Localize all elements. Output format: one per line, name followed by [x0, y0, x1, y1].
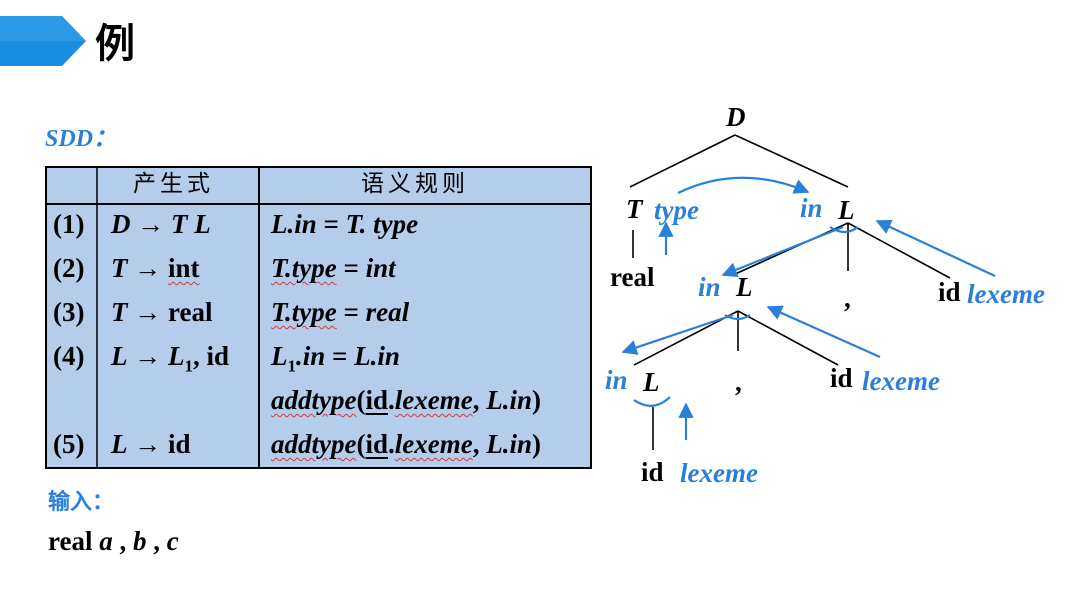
comma-mid: ,	[735, 367, 742, 397]
production-cell: L → L1, id	[111, 341, 230, 376]
production-cell: D → T L	[111, 209, 211, 239]
node-L-top: L	[837, 195, 855, 225]
parse-tree-diagram: D T type in L real in L , id lexeme in L…	[605, 102, 1045, 488]
attr-lexeme-mid: lexeme	[862, 366, 940, 396]
rule-cell: T.type = int	[271, 253, 396, 283]
rule-cell: addtype(id.lexeme, L.in)	[271, 429, 541, 459]
row-number: (3)	[53, 297, 85, 327]
row-number: (2)	[53, 253, 85, 283]
row-number: (5)	[53, 429, 85, 459]
production-cell: L → id	[111, 429, 191, 459]
rule-cell: L1.in = L.in	[271, 341, 400, 376]
header-production: 产生式	[133, 171, 214, 197]
attr-lexeme-bottom: lexeme	[680, 458, 758, 488]
rule-cell: T.type = real	[271, 297, 410, 327]
attr-type: type	[654, 195, 699, 225]
production-cell: T → int	[111, 253, 200, 283]
attr-lexeme-top: lexeme	[967, 279, 1045, 309]
page-title: 例	[95, 21, 135, 67]
arrow-badge-icon	[0, 16, 86, 66]
leaf-id-bottom: id	[641, 457, 664, 487]
row-number: (1)	[53, 209, 85, 239]
sdd-label: SDD：	[45, 126, 118, 152]
leaf-id-mid: id	[830, 363, 853, 393]
node-T: T	[626, 194, 644, 224]
dependency-arrows	[621, 176, 996, 440]
rule-cell: addtype(id.lexeme, L.in)	[271, 385, 541, 415]
production-cell: T → real	[111, 297, 213, 327]
input-label: 输入：	[48, 490, 115, 515]
node-L-mid: L	[735, 272, 753, 302]
leaf-real: real	[610, 262, 655, 292]
header-semantic-rule: 语义规则	[361, 171, 469, 197]
attr-in-bottom: in	[605, 365, 628, 395]
comma-top: ,	[844, 283, 851, 313]
tree-edges	[629, 134, 951, 450]
row-number: (4)	[53, 341, 85, 371]
table-grid	[47, 168, 590, 467]
node-L-bottom: L	[642, 367, 660, 397]
input-value: real a , b , c	[48, 526, 179, 556]
sdd-table: 产生式 语义规则 (1) D → T L L.in = T. type (2) …	[45, 166, 592, 469]
rule-cell: L.in = T. type	[271, 209, 419, 239]
attr-in-top: in	[800, 193, 823, 223]
attr-in-mid: in	[698, 272, 721, 302]
leaf-id-top: id	[938, 277, 961, 307]
node-D: D	[725, 102, 746, 132]
